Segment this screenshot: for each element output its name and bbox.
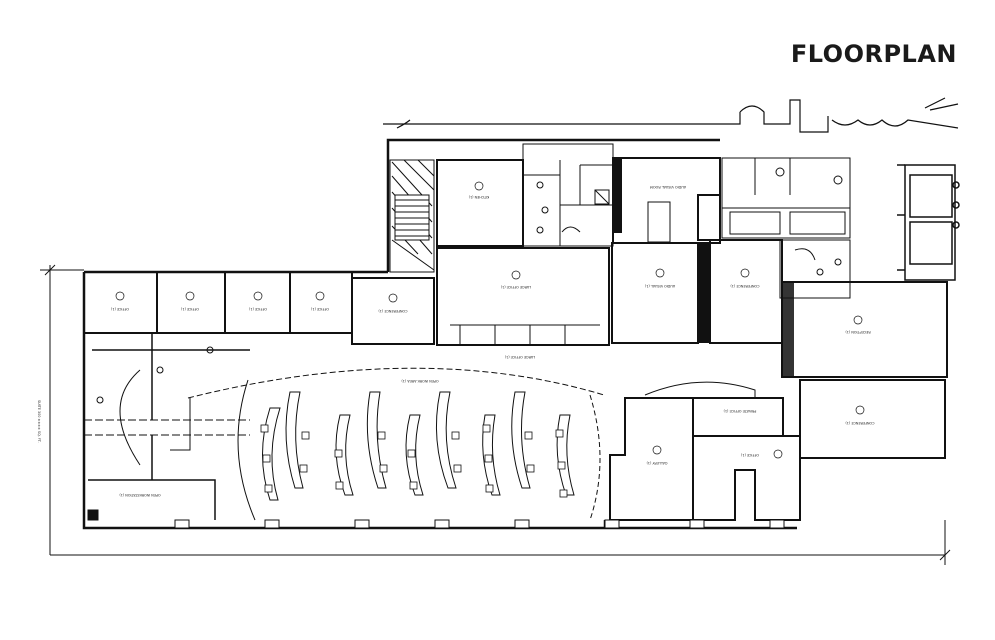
svg-text:KITCHEN (1): KITCHEN (1) <box>468 195 489 199</box>
svg-text:OFFICE (1): OFFICE (1) <box>248 307 267 311</box>
exterior-top-wall <box>383 97 959 133</box>
room-q: OPEN WORK AREA (1) <box>170 367 605 521</box>
office-row <box>84 272 435 345</box>
utility-cluster <box>721 157 851 299</box>
svg-text:OPEN WORKSTATION (1): OPEN WORKSTATION (1) <box>119 493 161 497</box>
svg-text:OFFICE (1): OFFICE (1) <box>310 307 329 311</box>
svg-text:CONFERENCE (1): CONFERENCE (1) <box>378 309 408 313</box>
room-m: GALLERY (1) <box>609 397 694 521</box>
svg-text:OPEN WORK AREA (1): OPEN WORK AREA (1) <box>401 379 439 383</box>
svg-text:PRIVATE OFFICE (1): PRIVATE OFFICE (1) <box>723 409 756 413</box>
svg-text:AUDIO VISUAL (1): AUDIO VISUAL (1) <box>644 284 675 288</box>
page-title: FLOORPLAN <box>790 40 957 68</box>
svg-text:RECEPTION (1): RECEPTION (1) <box>845 330 871 334</box>
room-p: LARGE OFFICE (1) <box>504 355 535 359</box>
room-e: OFFICE (1) <box>310 291 329 311</box>
room-a: KITCHEN (1) <box>436 159 524 247</box>
room-b: OFFICE (1) <box>110 291 129 311</box>
right-column <box>897 164 960 281</box>
svg-text:LARGE OFFICE (1): LARGE OFFICE (1) <box>500 285 531 289</box>
svg-text:OFFICE (1): OFFICE (1) <box>180 307 199 311</box>
room-c: OFFICE (1) <box>180 291 199 311</box>
svg-text:AUDIO VISUAL ROOM: AUDIO VISUAL ROOM <box>650 185 686 189</box>
room-n: PRIVATE OFFICE (1) <box>644 381 784 437</box>
room-o: OFFICE (1) <box>692 435 801 521</box>
chairs <box>260 424 568 498</box>
stair-core <box>389 159 435 273</box>
room-r: OPEN WORKSTATION (1) <box>84 333 250 521</box>
room-d: OFFICE (1) <box>248 291 267 311</box>
svg-text:LARGE OFFICE (1): LARGE OFFICE (1) <box>504 355 535 359</box>
svg-text:OFFICE (1): OFFICE (1) <box>740 453 759 457</box>
room-l: CONFERENCE (1) <box>799 379 946 459</box>
svg-text:OFFICE (1): OFFICE (1) <box>110 307 129 311</box>
room-f: CONFERENCE (1) <box>378 293 408 313</box>
workstation-pods <box>262 391 575 501</box>
window-marks <box>174 519 785 529</box>
room-k: RECEPTION (1) <box>781 281 948 378</box>
room-g: LARGE OFFICE (1) <box>436 247 610 346</box>
svg-text:CONFERENCE (1): CONFERENCE (1) <box>845 421 875 425</box>
dimension-label: SUITE 300 ±±±± SQ. FT. <box>37 400 41 443</box>
room-j: CONFERENCE (1) <box>709 239 783 344</box>
restroom-cluster <box>522 143 614 247</box>
svg-text:GALLERY (1): GALLERY (1) <box>646 461 668 465</box>
svg-text:CONFERENCE (1): CONFERENCE (1) <box>730 284 760 288</box>
room-h: AUDIO VISUAL ROOM <box>612 157 721 244</box>
dimension-lines <box>40 264 951 565</box>
room-i: AUDIO VISUAL (1) <box>611 242 710 344</box>
